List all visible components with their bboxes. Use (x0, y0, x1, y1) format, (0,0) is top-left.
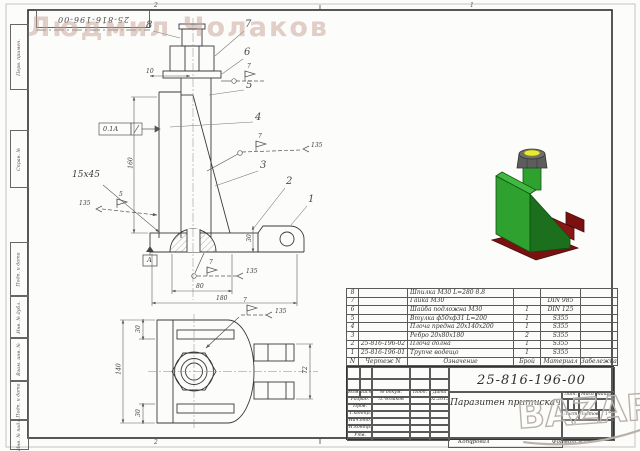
weld-135-bottom: 135 (246, 268, 258, 275)
sheets-label: Листов (578, 409, 600, 421)
title-block: Изм. Лист № докум. Подп. Дата Разраб. Л.… (346, 366, 615, 448)
callout-5: 5 (246, 80, 253, 91)
row-tkontr: Т.контр. (347, 410, 373, 419)
plan-dimensions (120, 318, 313, 425)
margin-vzam-inv: Взам. инв. № (10, 337, 29, 382)
stamp-drawing-number: 25-816-196-00 (36, 10, 150, 28)
zone-bottom-right: 1 (470, 439, 474, 446)
callout-8: 8 (146, 20, 153, 31)
author-name: Л.Чолаков (371, 396, 411, 405)
author-date: 02.2015 (429, 396, 450, 405)
callout-leaders (152, 30, 308, 230)
callout-7: 7 (245, 19, 252, 30)
row-nkontr: Н.контр. (347, 424, 373, 433)
dim-72: 72 (301, 366, 309, 374)
zone-top-right: 1 (470, 2, 474, 9)
callout-6: 6 (244, 47, 251, 58)
dim-30-plan-top: 30 (134, 325, 142, 333)
margin-podp-data-1: Подп. и дата (10, 242, 29, 297)
zone-top-left: 2 (154, 2, 158, 9)
row-utv: Утв. (347, 431, 373, 441)
stamp-text: 25-816-196-00 (56, 14, 129, 24)
lit-label: Лит. (561, 391, 580, 400)
datum-letter: А (147, 256, 152, 264)
dim-30-base: 30 (245, 234, 253, 242)
callout-4: 4 (255, 112, 262, 123)
part-3d-preview (490, 148, 585, 261)
dim-160: 160 (127, 157, 135, 169)
weld-flag-7-mid: 7 (258, 133, 262, 140)
datum-flag (142, 246, 158, 267)
front-dimensions (102, 74, 298, 306)
weld-135-mid: 135 (311, 142, 323, 149)
margin-podp-data-2: Подп. и дата (10, 380, 29, 421)
title-block-title: Паразитен притискач (448, 391, 563, 448)
col-data: Дата (429, 389, 450, 398)
margin-inv-podl: Инв. № подл. (10, 418, 29, 451)
margin-sprav-no: Справ. № (10, 130, 29, 188)
tolerance-value: 0.1А (103, 125, 119, 133)
callout-3: 3 (260, 160, 267, 171)
dim-10: 10 (146, 68, 154, 75)
weld-135-left: 135 (79, 200, 91, 207)
margin-perv-primen: Перв. примен. (10, 24, 29, 90)
weld-flag-7-bottom: 7 (209, 259, 213, 266)
col-docum: № докум. (371, 389, 411, 398)
outer-border (5, 3, 636, 448)
weld-135-plan: 135 (275, 308, 287, 315)
col-izm: Изм. (347, 389, 361, 398)
chamfer-note: 15x45 (72, 170, 100, 180)
row-razrab: Разраб. (347, 396, 373, 405)
sheet-label: Лист (561, 409, 580, 421)
callout-1: 1 (308, 194, 315, 205)
stud-cap-3d (523, 149, 541, 157)
col-list: Лист (359, 389, 373, 398)
row-nachotd: Нач.отд. (347, 417, 373, 426)
weld-symbols (95, 70, 310, 349)
dim-180: 180 (216, 295, 228, 302)
zone-bottom-left: 2 (154, 439, 158, 446)
footer-copied: Копировал (458, 439, 490, 445)
callout-2: 2 (286, 176, 293, 187)
weld-flag-7-top: 7 (247, 63, 251, 70)
tolerance-frame (98, 122, 161, 136)
row-prov: Пров. (347, 403, 373, 412)
scale-label: Мащаб (595, 391, 615, 400)
fork-block2-3d (565, 211, 585, 233)
dim-30-plan-bottom: 30 (134, 409, 142, 417)
col-podp: Подп. (409, 389, 431, 398)
dim-80: 80 (196, 283, 204, 290)
title-block-number: 25-816-196-00 (448, 367, 615, 393)
weld-flag-7-plan: 7 (243, 297, 247, 304)
front-view (149, 23, 305, 253)
weld-flag-5: 5 (119, 191, 123, 198)
sheets-value: 1 (598, 409, 615, 421)
margin-inv-dubl: Инв. № дубл. (10, 295, 29, 339)
mass-label: Маса (578, 391, 597, 400)
dim-140: 140 (115, 363, 123, 375)
